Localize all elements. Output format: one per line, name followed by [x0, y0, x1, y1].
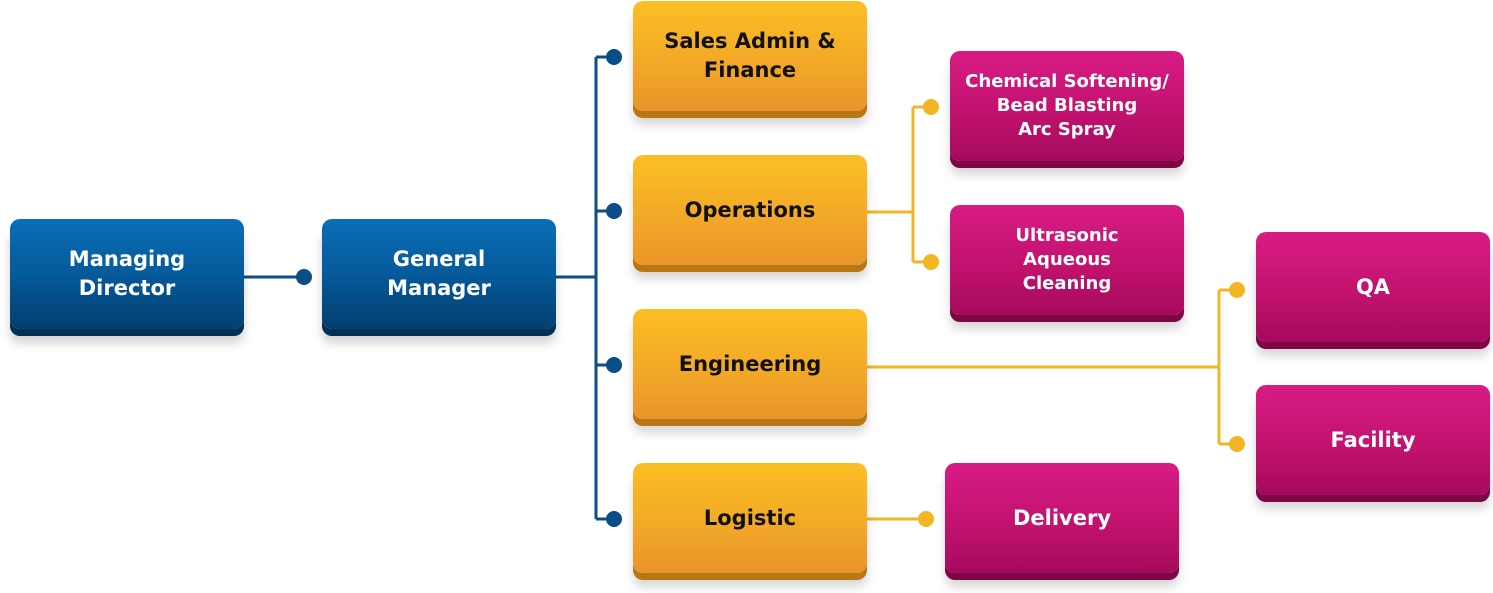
- node-managing-director: Managing Director: [10, 219, 244, 329]
- node-label: Operations: [684, 197, 816, 222]
- node-engineering: Engineering: [633, 309, 867, 419]
- node-facility: Facility: [1256, 385, 1490, 495]
- node-label: Logistic: [703, 505, 797, 530]
- connector-logistic-delivery: [867, 511, 934, 527]
- connector-gm-departments: [556, 49, 622, 527]
- node-label: Managing Director: [68, 247, 186, 300]
- connector-md-gm: [244, 269, 312, 285]
- node-label: Engineering: [678, 351, 822, 376]
- node-label: Chemical Softening/ Bead Blasting Arc Sp…: [965, 71, 1169, 140]
- node-label: Ultrasonic Aqueous Cleaning: [1015, 225, 1119, 294]
- connector-engineering-subunits: [867, 282, 1245, 452]
- node-label: General Manager: [387, 247, 491, 300]
- node-qa: QA: [1256, 232, 1490, 342]
- node-delivery: Delivery: [945, 463, 1179, 573]
- node-label: Sales Admin & Finance: [664, 29, 836, 82]
- node-operations: Operations: [633, 155, 867, 265]
- node-chemical-softening: Chemical Softening/ Bead Blasting Arc Sp…: [950, 51, 1184, 161]
- connector-operations-subunits: [867, 99, 939, 270]
- node-general-manager: General Manager: [322, 219, 556, 329]
- node-label: QA: [1355, 274, 1391, 299]
- node-ultrasonic-aqueous-cleaning: Ultrasonic Aqueous Cleaning: [950, 205, 1184, 315]
- node-label: Delivery: [1012, 505, 1112, 530]
- node-label: Facility: [1330, 427, 1416, 452]
- node-sales-admin-finance: Sales Admin & Finance: [633, 1, 867, 111]
- node-logistic: Logistic: [633, 463, 867, 573]
